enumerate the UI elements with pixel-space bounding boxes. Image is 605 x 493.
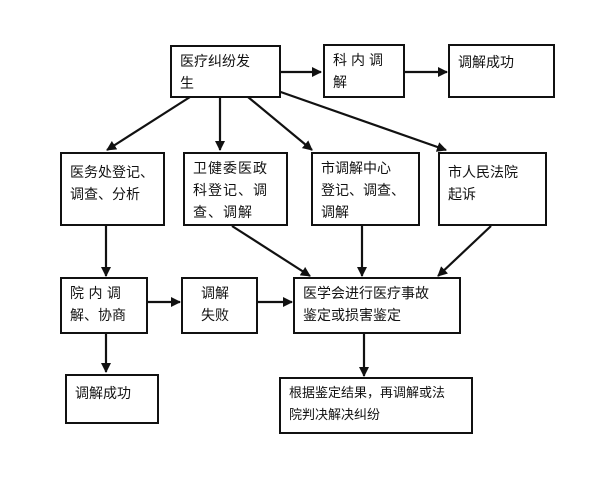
node-city-court: 市人民法院 起诉 <box>438 152 547 226</box>
node-final-resolution: 根据鉴定结果，再调解或法 院判决解决纠纷 <box>279 377 473 434</box>
node-mediation-failed: 调解 失败 <box>181 277 258 334</box>
node-medical-appraisal: 医学会进行医疗事故 鉴定或损害鉴定 <box>293 277 461 334</box>
arrow-occur-to-medical-office <box>106 96 191 151</box>
arrow-health-commission-to-appraisal <box>231 225 311 277</box>
arrow-court-to-appraisal <box>437 225 492 277</box>
node-medical-office: 医务处登记、 调查、分析 <box>60 152 165 226</box>
node-mediation-success-top: 调解成功 <box>448 44 555 98</box>
node-dispute-occurs: 医疗纠纷发 生 <box>170 45 281 98</box>
node-department-mediation: 科内调 解 <box>323 44 405 98</box>
node-health-commission: 卫健委医政 科登记、调 查、调解 <box>183 152 288 226</box>
node-mediation-success-bottom: 调解成功 <box>65 374 159 424</box>
node-hospital-mediation: 院 内 调 解、协商 <box>60 277 148 334</box>
arrow-occur-to-court <box>274 88 447 152</box>
arrow-occur-to-city-center <box>247 96 313 151</box>
node-city-mediation-center: 市调解中心 登记、调查、 调解 <box>311 152 420 226</box>
